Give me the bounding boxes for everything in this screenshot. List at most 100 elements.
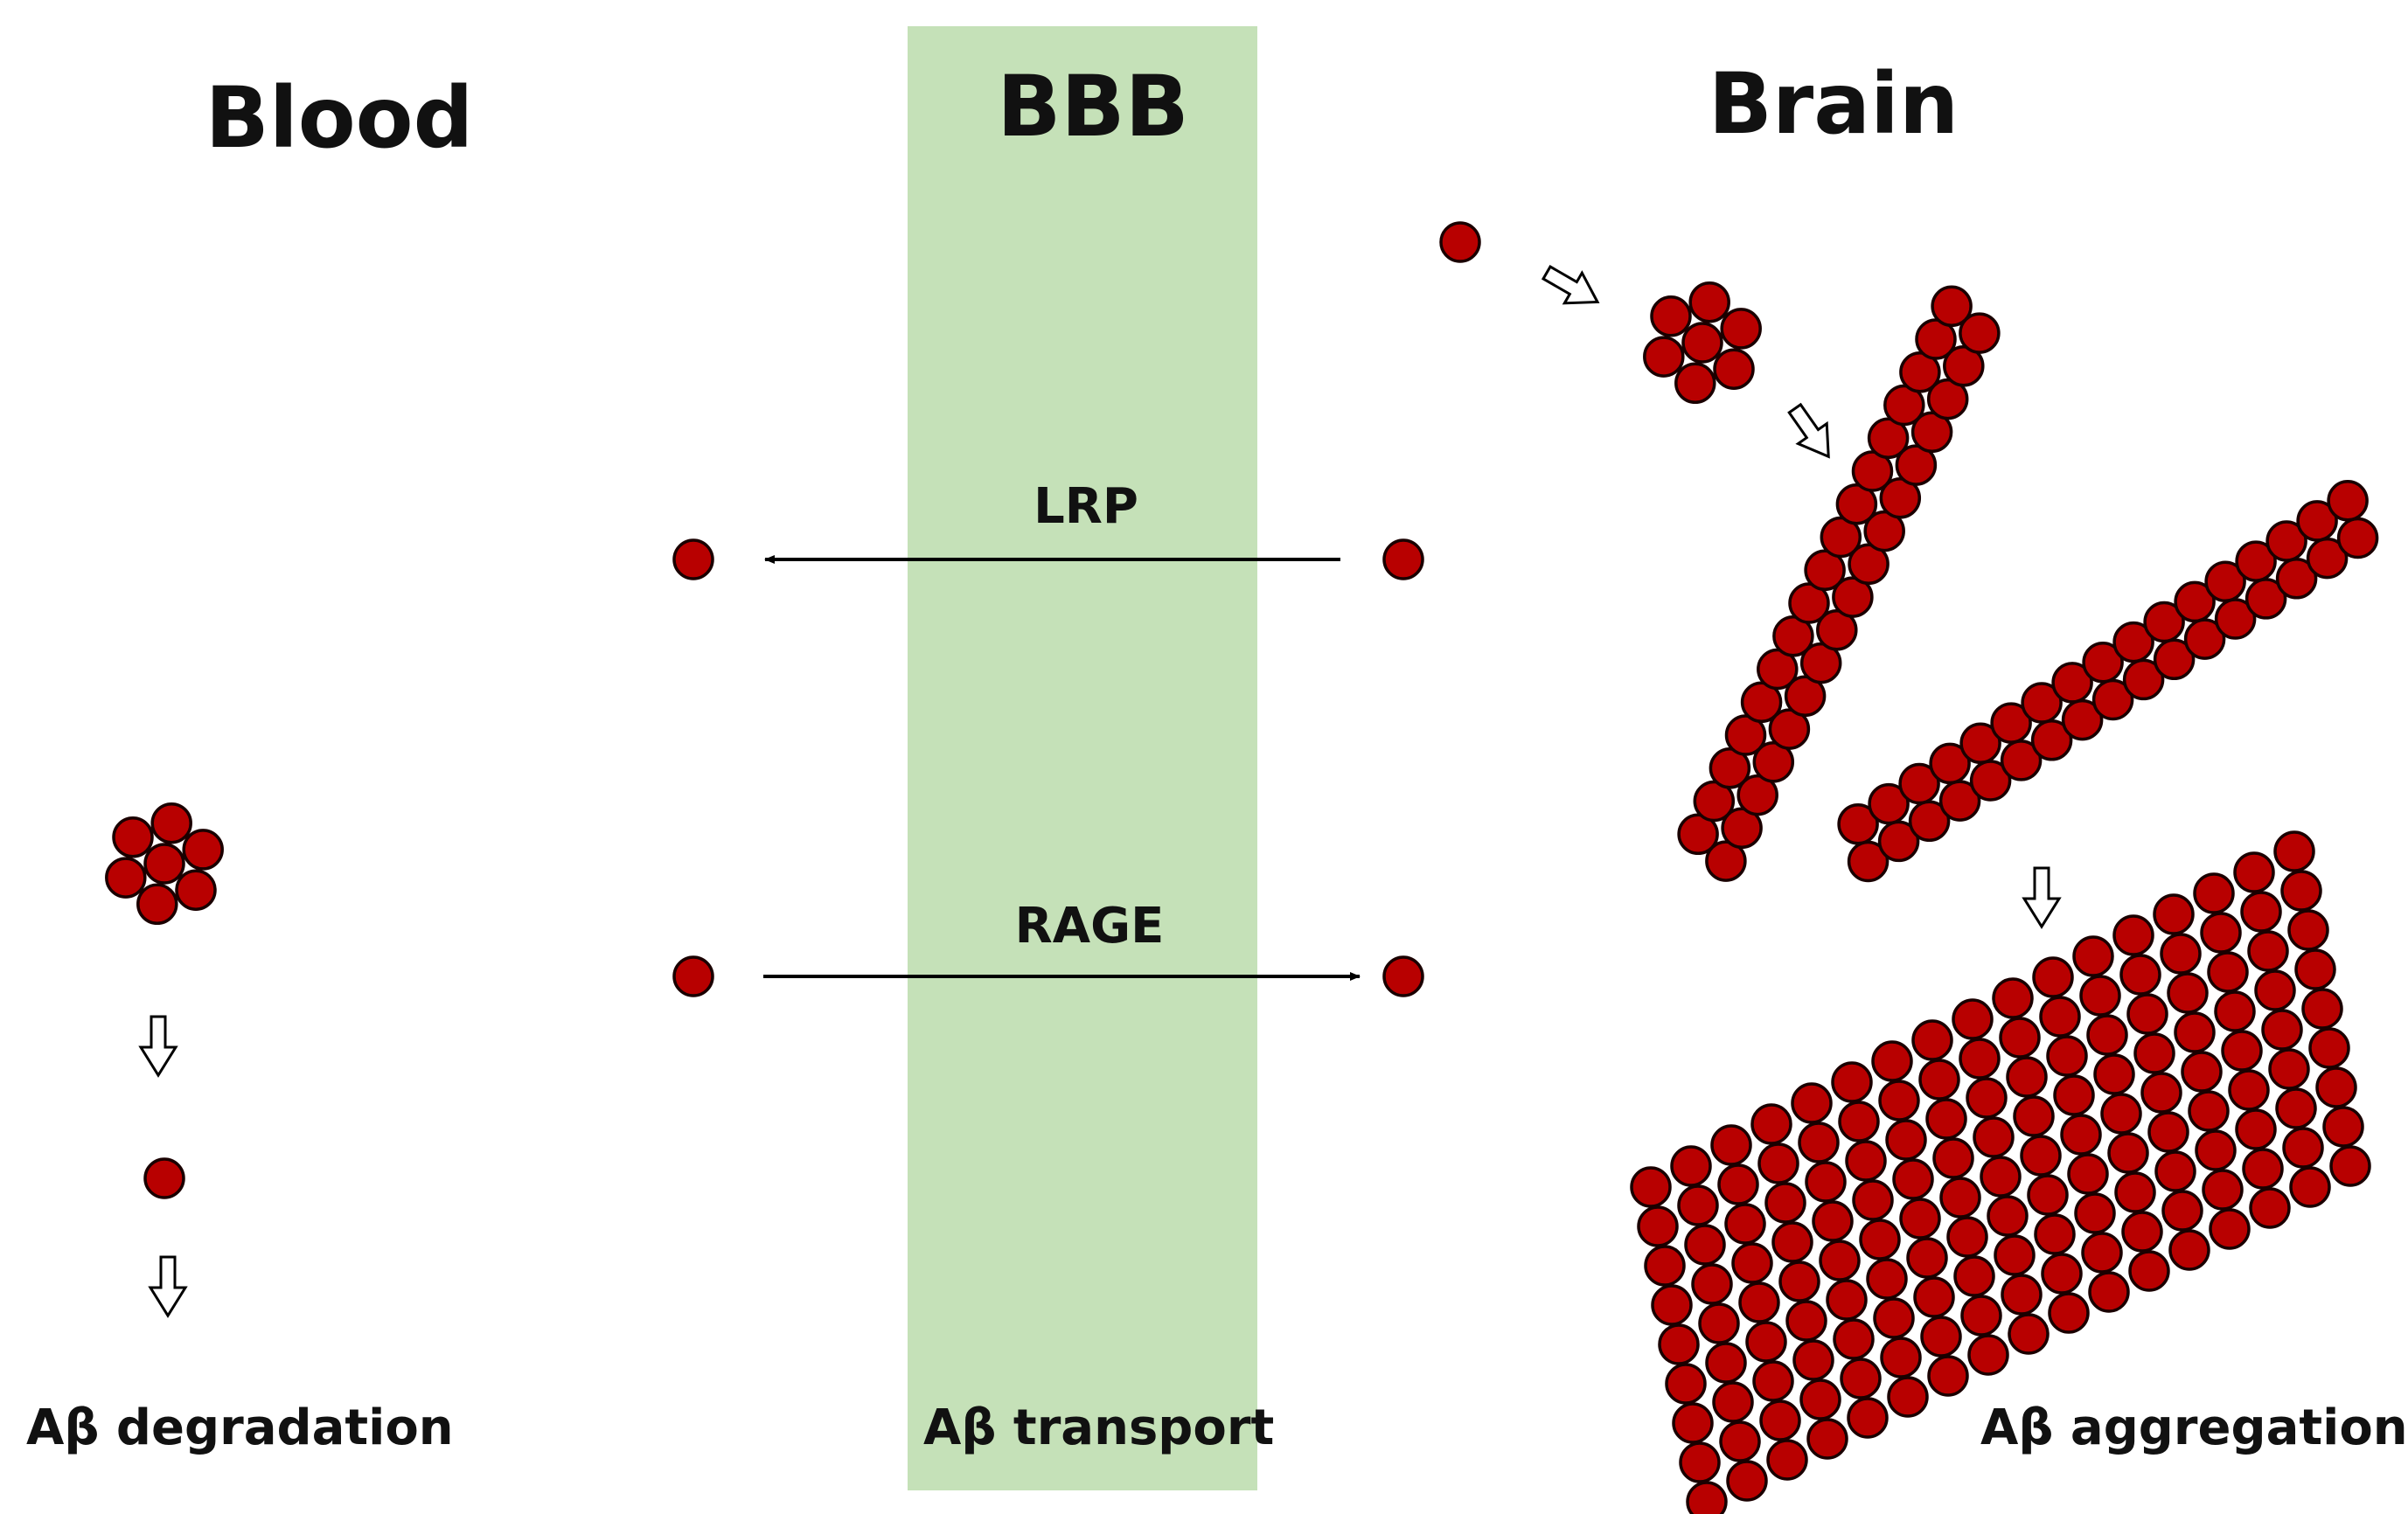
abeta-peptide bbox=[1832, 576, 1874, 618]
abeta-peptide bbox=[2280, 870, 2322, 912]
abeta-peptide bbox=[2074, 1192, 2116, 1234]
abeta-peptide bbox=[2327, 480, 2369, 522]
abeta-peptide bbox=[1679, 1441, 1721, 1483]
abeta-peptide bbox=[143, 843, 185, 885]
abeta-peptide bbox=[1812, 1200, 1854, 1242]
abeta-peptide bbox=[2195, 1129, 2237, 1171]
abeta-peptide bbox=[1439, 221, 1481, 263]
abeta-peptide bbox=[1674, 362, 1716, 405]
abeta-peptide bbox=[1999, 1017, 2041, 1059]
abeta-peptide bbox=[2296, 500, 2338, 542]
abeta-peptide bbox=[2048, 1292, 2090, 1334]
abeta-peptide bbox=[1915, 318, 1957, 360]
abeta-peptide bbox=[2013, 1095, 2055, 1137]
abeta-peptide bbox=[1717, 1163, 1759, 1205]
abeta-peptide bbox=[1382, 538, 1424, 580]
brain-fibril-2 bbox=[1837, 480, 2379, 883]
abeta-peptide bbox=[1806, 1418, 1848, 1460]
abeta-peptide bbox=[2086, 1014, 2128, 1056]
abeta-peptide bbox=[2153, 638, 2196, 681]
abeta-peptide bbox=[1665, 1363, 1707, 1405]
abeta-peptide bbox=[2235, 1108, 2277, 1150]
abeta-peptide bbox=[1866, 1258, 1908, 1300]
abeta-peptide bbox=[1911, 1019, 1953, 1061]
abeta-peptide bbox=[1847, 1397, 1889, 1439]
blood-monomer bbox=[143, 1157, 185, 1199]
rage-monomer-brain bbox=[1382, 955, 1424, 997]
abeta-peptide bbox=[2249, 1187, 2291, 1229]
abeta-peptide bbox=[1672, 1402, 1714, 1444]
abeta-peptide bbox=[1837, 803, 1879, 845]
abeta-peptide bbox=[1712, 1381, 1754, 1423]
abeta-peptide bbox=[1726, 1460, 1768, 1502]
abeta-peptide bbox=[1966, 1077, 2008, 1119]
abeta-peptide bbox=[2308, 1027, 2350, 1069]
abeta-peptide bbox=[1686, 1481, 1728, 1514]
abeta-peptide bbox=[2202, 1169, 2244, 1211]
abeta-peptide bbox=[2167, 972, 2209, 1014]
bbb-band bbox=[908, 26, 1257, 1490]
abeta-peptide bbox=[1740, 681, 1783, 724]
abeta-peptide bbox=[2008, 1313, 2050, 1355]
abeta-peptide bbox=[1959, 312, 2001, 354]
abeta-peptide bbox=[1804, 549, 1846, 592]
abeta-peptide bbox=[1851, 450, 1894, 492]
abeta-peptide bbox=[1788, 582, 1830, 624]
brain-monomer bbox=[1439, 221, 1481, 263]
abeta-peptide bbox=[1994, 1234, 2036, 1276]
abeta-peptide bbox=[1867, 417, 1910, 460]
abeta-peptide bbox=[1918, 1059, 1960, 1101]
lrp-monomer-blood bbox=[672, 538, 714, 580]
abeta-peptide bbox=[150, 802, 192, 844]
abeta-peptide bbox=[1926, 378, 1969, 420]
abeta-peptide bbox=[1771, 1221, 1813, 1263]
abeta-peptide bbox=[1784, 675, 1827, 718]
abeta-peptide bbox=[2315, 1066, 2357, 1108]
abeta-peptide bbox=[1939, 1177, 1981, 1219]
abeta-peptide bbox=[1713, 348, 1755, 390]
abeta-peptide bbox=[1630, 1166, 1672, 1208]
abeta-peptide bbox=[2261, 1009, 2303, 1051]
abeta-peptide bbox=[1644, 1245, 1686, 1287]
abeta-peptide bbox=[1710, 1124, 1752, 1166]
abeta-peptide bbox=[1980, 1156, 2022, 1198]
brain-process-arrow-2 bbox=[1787, 402, 1830, 459]
abeta-peptide bbox=[2181, 1051, 2223, 1093]
abeta-peptide bbox=[1959, 1038, 2001, 1080]
abeta-peptide bbox=[1670, 1145, 1712, 1187]
abeta-peptide bbox=[1863, 510, 1905, 552]
abeta-peptide bbox=[1799, 1379, 1841, 1420]
abeta-peptide bbox=[1887, 1376, 1929, 1418]
abeta-peptide bbox=[112, 816, 154, 858]
abeta-peptide bbox=[2247, 930, 2289, 972]
abeta-peptide bbox=[1835, 483, 1878, 525]
abeta-peptide bbox=[1752, 1360, 1794, 1402]
abeta-peptide bbox=[2140, 1072, 2182, 1114]
abeta-peptide bbox=[2072, 935, 2114, 977]
abeta-peptide bbox=[1736, 774, 1778, 816]
abeta-peptide bbox=[2088, 1271, 2130, 1313]
abeta-peptide bbox=[1688, 281, 1730, 323]
abeta-peptide bbox=[2006, 1056, 2048, 1098]
abeta-peptide bbox=[2154, 1150, 2196, 1192]
abeta-peptide bbox=[2100, 1093, 2142, 1135]
brain-process-arrow-3 bbox=[2022, 866, 2062, 929]
abeta-peptide bbox=[1833, 1318, 1875, 1360]
abeta-peptide bbox=[2119, 954, 2161, 996]
abeta-peptide bbox=[2082, 642, 2124, 684]
abeta-peptide bbox=[1759, 1399, 1801, 1441]
blood-process-arrow-1 bbox=[138, 1015, 178, 1078]
brain-title: Brain bbox=[1709, 55, 1959, 153]
abeta-peptide bbox=[1382, 955, 1424, 997]
abeta-peptide bbox=[2221, 1030, 2263, 1072]
abeta-peptide bbox=[2282, 1127, 2324, 1169]
brain-process-arrow-1 bbox=[1541, 265, 1600, 305]
abeta-peptide bbox=[1768, 708, 1811, 750]
abeta-peptide bbox=[2032, 956, 2074, 998]
abeta-peptide bbox=[2174, 580, 2216, 623]
abeta-peptide bbox=[2133, 1032, 2175, 1074]
abeta-peptide bbox=[2209, 1208, 2251, 1250]
abeta-peptide bbox=[2228, 1069, 2270, 1111]
abeta-peptide bbox=[672, 538, 714, 580]
abeta-peptide bbox=[2336, 517, 2379, 559]
